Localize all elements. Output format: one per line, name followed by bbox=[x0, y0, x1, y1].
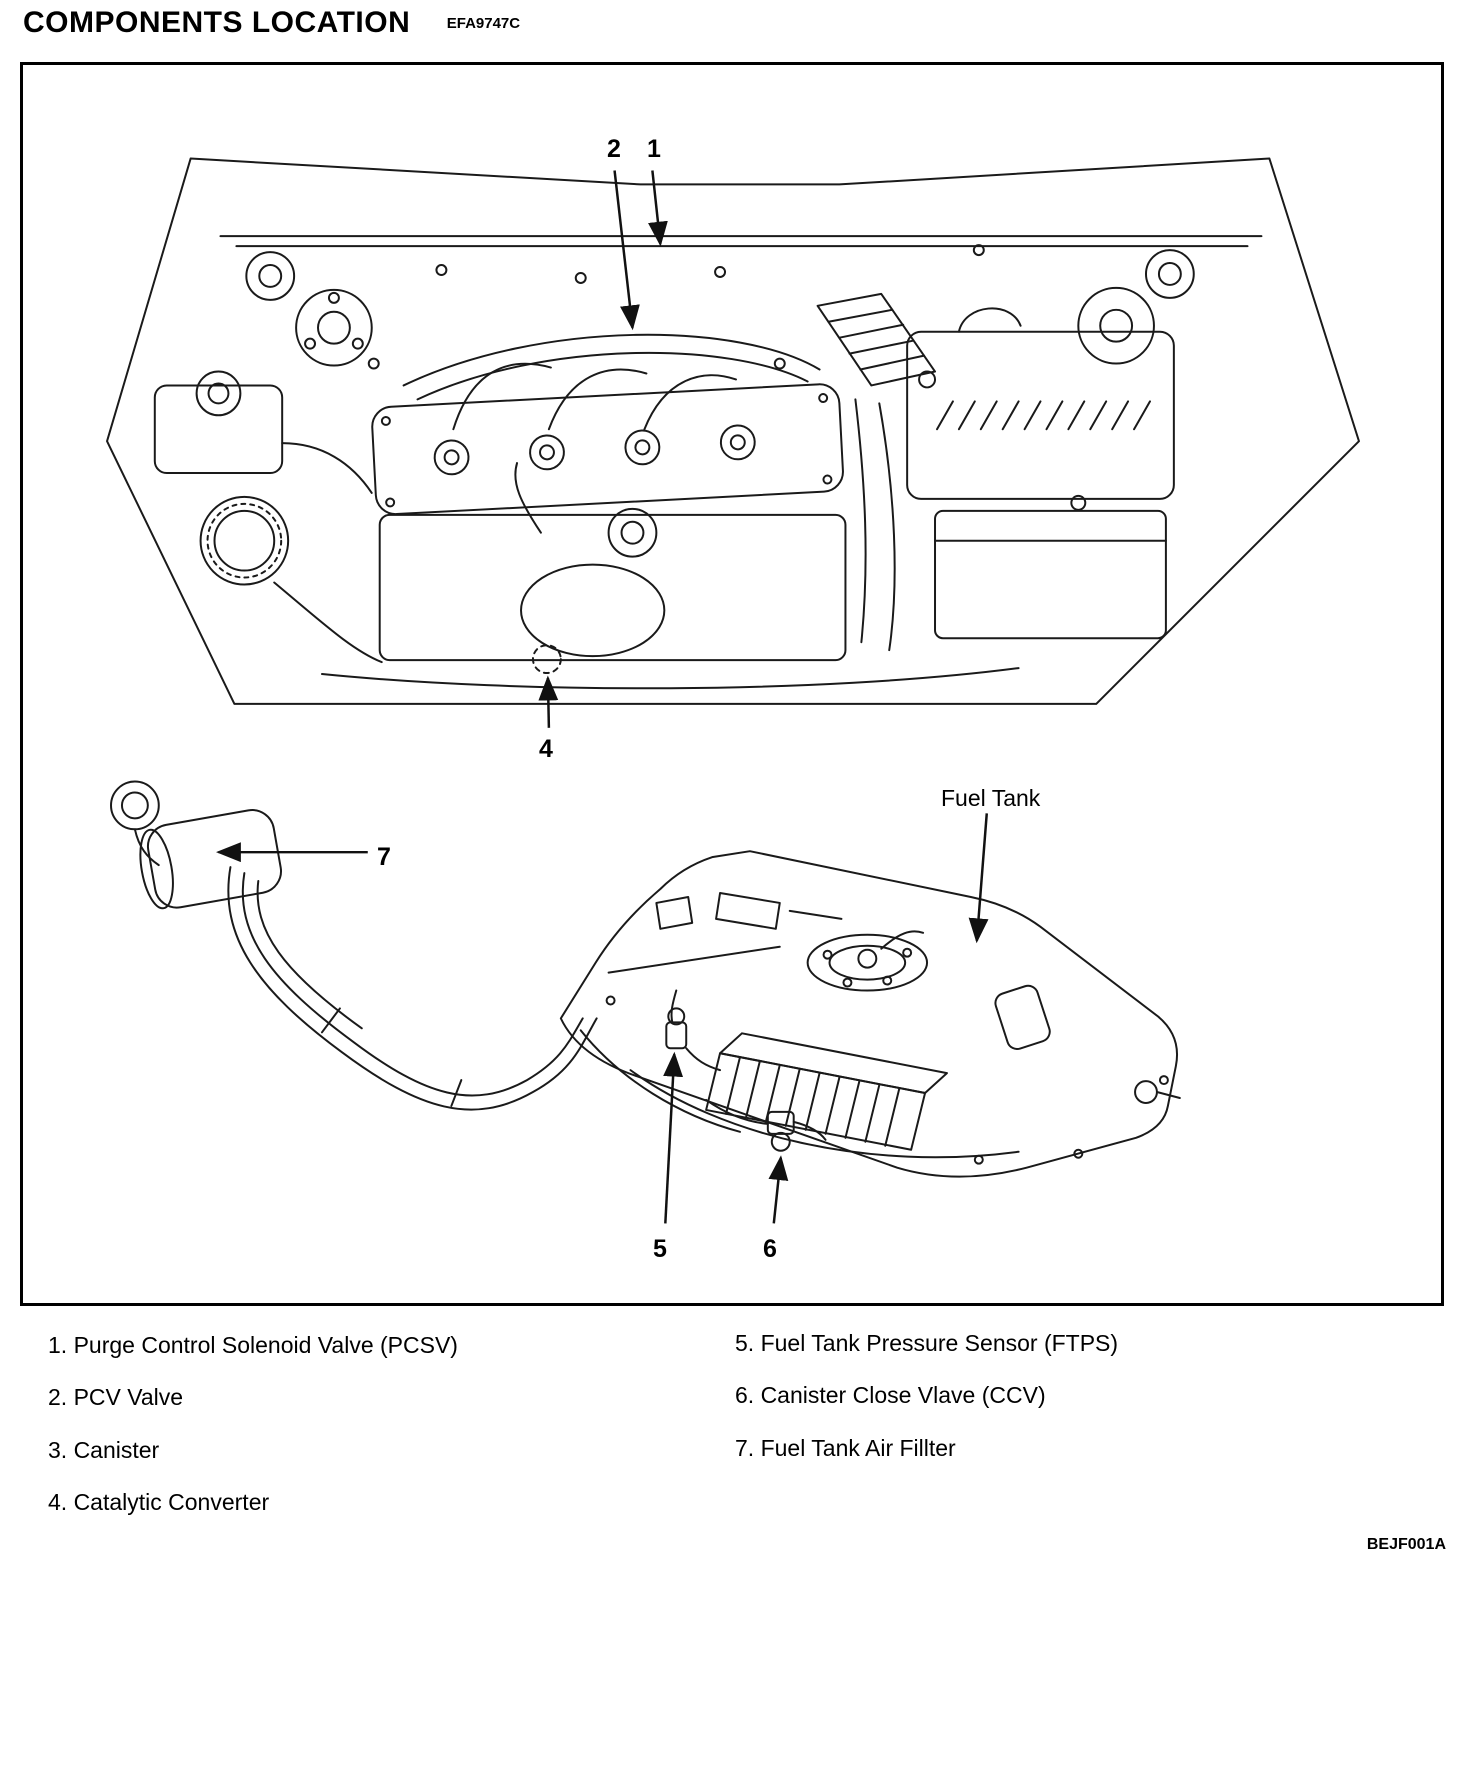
legend-item-4: 4. Catalytic Converter bbox=[48, 1489, 270, 1516]
arrow-fuel-tank bbox=[968, 813, 989, 944]
page-title: COMPONENTS LOCATION bbox=[23, 6, 411, 39]
components-location-diagram: 2 1 4 7 5 6 Fuel Tank bbox=[20, 62, 1444, 1306]
legend-item-5: 5. Fuel Tank Pressure Sensor (FTPS) bbox=[735, 1330, 1119, 1356]
legend-item-7: 7. Fuel Tank Air Fillter bbox=[735, 1434, 956, 1461]
callout-4-catalytic-converter: 4 bbox=[539, 735, 553, 763]
arrow-callout-4 bbox=[538, 675, 559, 728]
engine-bay-drawing bbox=[106, 157, 1360, 705]
drawing-number: BEJF001A bbox=[1366, 1536, 1446, 1553]
arrow-callout-6 bbox=[768, 1155, 789, 1224]
fuel-tank-air-filter bbox=[139, 809, 282, 910]
fuel-tank-drawing bbox=[110, 780, 1181, 1178]
callout-2-pcv-valve: 2 bbox=[607, 135, 621, 163]
fuel-pump-flange bbox=[806, 930, 929, 992]
callout-6-canister-close-valve: 6 bbox=[763, 1235, 777, 1263]
callout-5-fuel-tank-pressure-sensor: 5 bbox=[653, 1235, 667, 1263]
arrow-callout-5 bbox=[663, 1051, 684, 1224]
legend-item-6: 6. Canister Close Vlave (CCV) bbox=[735, 1382, 1046, 1409]
filler-pipe bbox=[227, 866, 598, 1111]
catalytic-converter-marker bbox=[531, 644, 562, 675]
page-header: COMPONENTS LOCATION EFA9747C bbox=[23, 6, 520, 40]
canister-close-valve bbox=[705, 1098, 827, 1152]
legend-left-column: 1. Purge Control Solenoid Valve (PCSV) 2… bbox=[48, 1332, 458, 1542]
legend-item-3: 3. Canister bbox=[48, 1436, 160, 1463]
diagram-drawing bbox=[106, 157, 1360, 1224]
callout-1-purge-control-valve: 1 bbox=[647, 135, 661, 163]
legend-item-1: 1. Purge Control Solenoid Valve (PCSV) bbox=[48, 1332, 458, 1358]
fuel-tank-label: Fuel Tank bbox=[941, 785, 1041, 811]
legend-item-2: 2. PCV Valve bbox=[48, 1384, 184, 1411]
canister-drawing bbox=[705, 1032, 948, 1151]
callout-arrows bbox=[216, 170, 989, 1224]
figure-ref-code: EFA9747C bbox=[446, 15, 521, 32]
legend-right-column: 5. Fuel Tank Pressure Sensor (FTPS) 6. C… bbox=[735, 1330, 1118, 1487]
arrow-callout-2 bbox=[613, 170, 640, 331]
callout-7-fuel-tank-air-filter: 7 bbox=[377, 843, 391, 871]
fuel-tank-pressure-sensor bbox=[665, 989, 722, 1072]
arrow-callout-1 bbox=[648, 170, 668, 247]
